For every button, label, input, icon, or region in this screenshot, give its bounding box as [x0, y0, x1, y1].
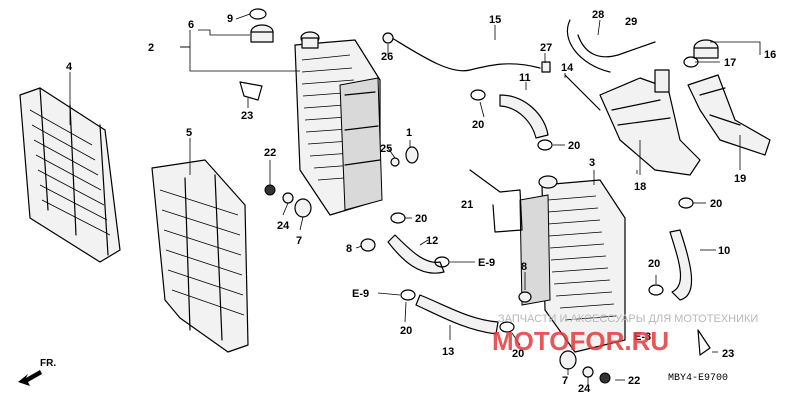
- callout-14: 14: [561, 62, 574, 74]
- hose-12: [387, 234, 445, 274]
- callout-22-left: 22: [264, 147, 276, 159]
- callout-16: 16: [764, 49, 776, 61]
- reserve-tank-cap: [693, 39, 719, 59]
- hose-10: [669, 229, 693, 301]
- callout-13: 13: [442, 346, 454, 358]
- callout-29: 29: [625, 16, 637, 28]
- callout-26: 26: [381, 51, 393, 63]
- callout-6: 6: [188, 19, 194, 31]
- callout-19: 19: [734, 173, 746, 185]
- callout-21: 21: [461, 199, 473, 211]
- callout-numbers: 1 2 3 4 5 6 7 7 8 8 9 10 11 12 13 14 15 …: [66, 9, 776, 395]
- overflow-tube-15: [391, 37, 541, 72]
- callout-9: 9: [227, 13, 233, 25]
- callout-18: 18: [634, 181, 646, 193]
- callout-20-b: 20: [568, 140, 580, 152]
- callout-20-f: 20: [648, 258, 660, 270]
- callout-8-left: 8: [346, 243, 352, 255]
- callout-12: 12: [426, 235, 438, 247]
- hose-11: [499, 94, 549, 139]
- callout-1: 1: [406, 127, 412, 139]
- callout-24-left: 24: [277, 220, 290, 232]
- hose-13: [415, 294, 499, 335]
- callout-8-right: 8: [521, 261, 527, 273]
- callout-10: 10: [718, 245, 730, 257]
- radiator-shroud-left: [19, 87, 121, 263]
- callout-27: 27: [540, 42, 552, 54]
- reserve-tank-cover: [687, 74, 771, 156]
- callout-2: 2: [148, 42, 154, 54]
- callout-23-left: 23: [241, 110, 253, 122]
- reference-e9-right: E-9: [478, 257, 495, 269]
- leader-lines: [69, 13, 761, 385]
- bracket-21: [469, 169, 523, 233]
- reserve-tank: [599, 69, 701, 176]
- reference-e3: E-3: [634, 331, 651, 343]
- callout-20-a: 20: [472, 119, 484, 131]
- callout-28: 28: [592, 9, 604, 21]
- callout-20-g: 20: [710, 198, 722, 210]
- callout-20-c: 20: [415, 213, 427, 225]
- watermark-site: MOTOFOR.RU: [492, 326, 669, 356]
- front-direction-arrow-icon: FR.: [18, 358, 56, 386]
- callout-15: 15: [489, 14, 501, 26]
- callout-22-right: 22: [628, 375, 640, 387]
- radiator-louver-panel: [151, 159, 249, 353]
- radiator-cap: [249, 8, 274, 43]
- breather-tube-28: [566, 19, 611, 73]
- radiator-left: [294, 31, 383, 216]
- callout-4: 4: [66, 61, 73, 73]
- callout-3: 3: [589, 157, 595, 169]
- overflow-tube-29: [577, 34, 656, 58]
- radiator-right: [519, 175, 626, 353]
- callout-25: 25: [380, 143, 392, 155]
- callout-7-left: 7: [296, 235, 302, 247]
- hardware: [239, 32, 711, 384]
- callout-23-right: 23: [722, 348, 734, 360]
- callout-7-right: 7: [562, 375, 568, 387]
- reference-e9-left: E-9: [352, 288, 369, 300]
- callout-24-right: 24: [578, 383, 591, 395]
- callout-5: 5: [186, 127, 192, 139]
- watermark-tagline: ЗАПЧАСТИ И АКСЕССУАРЫ ДЛЯ МОТОТЕХНИКИ: [498, 313, 758, 325]
- callout-11: 11: [519, 72, 531, 84]
- front-label: FR.: [40, 358, 56, 369]
- callout-20-d: 20: [400, 325, 412, 337]
- diagram-code: MBY4-E9700: [668, 373, 728, 384]
- callout-20-e: 20: [512, 348, 524, 360]
- callout-17: 17: [724, 57, 736, 69]
